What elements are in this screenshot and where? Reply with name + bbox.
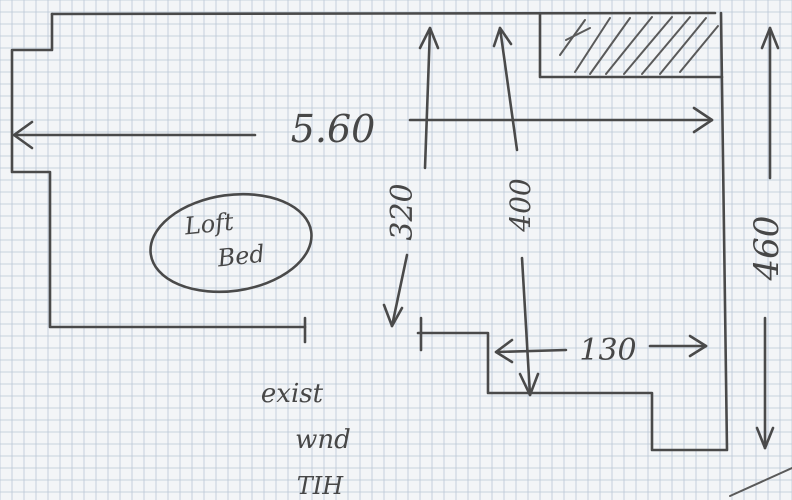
- stray-pencil-mark: [729, 467, 792, 497]
- label-height-inner: 400: [504, 178, 537, 232]
- dimension-width-total: [12, 106, 714, 150]
- label-width-total: 5.60: [291, 107, 376, 151]
- room-outline-top: [50, 11, 717, 16]
- label-note-line3: TIH: [297, 472, 344, 500]
- label-bed-line1: Loft: [182, 208, 235, 241]
- room-outline-right: [416, 11, 729, 452]
- loft-bed-outline: [149, 192, 313, 294]
- label-height-right: 460: [747, 216, 787, 282]
- room-outline-top-left: [10, 12, 307, 329]
- label-note-line2: wnd: [295, 425, 351, 455]
- label-width-small: 130: [579, 333, 636, 368]
- label-height-middle: 320: [385, 183, 420, 240]
- label-bed-line2: Bed: [215, 240, 266, 273]
- dimension-height-right: [755, 26, 780, 450]
- hatched-storage-box: [538, 12, 724, 79]
- label-note-line1: exist: [261, 379, 324, 409]
- dimension-width-small: [494, 334, 708, 364]
- dimension-height-inner: [492, 26, 540, 397]
- dimension-height-middle: [382, 26, 440, 328]
